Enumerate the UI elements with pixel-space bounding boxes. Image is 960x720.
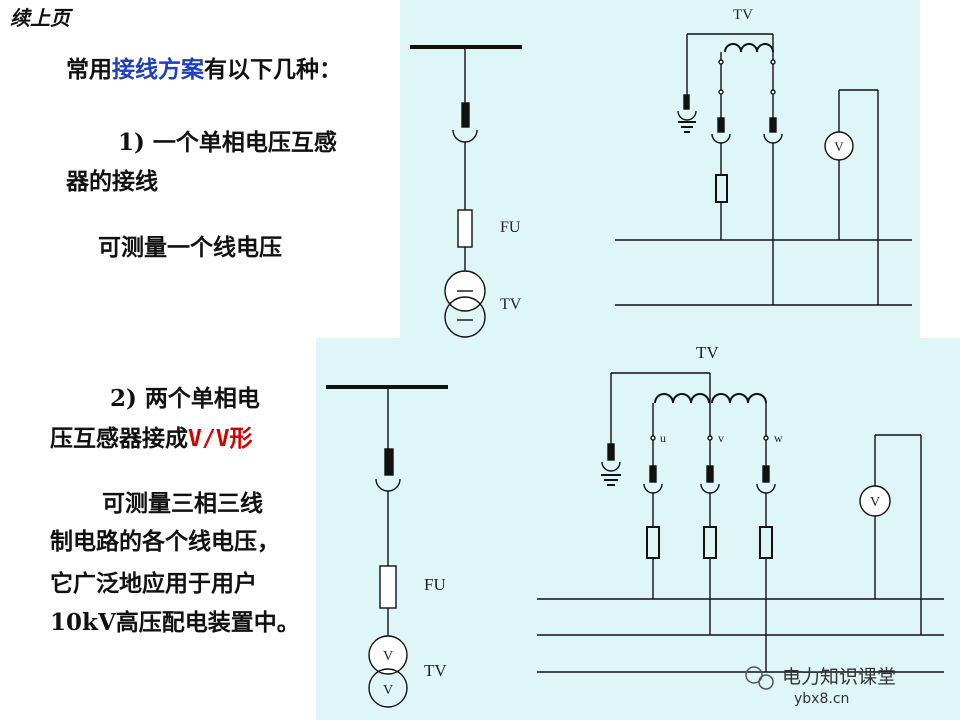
terminal	[650, 435, 656, 441]
scheme2-title-highlight: V/V形	[188, 426, 253, 452]
tv-coil-lower	[368, 668, 408, 708]
voltmeter-label: V	[834, 139, 844, 154]
isolator-cup	[643, 483, 663, 494]
isolator-contact	[769, 117, 777, 133]
tv-label: TV	[500, 296, 522, 313]
intro-highlight: 接线方案	[112, 56, 204, 83]
tv-label: TV	[424, 661, 447, 680]
isolator-contact	[762, 465, 770, 483]
voltmeter-label: V	[870, 495, 880, 510]
terminal	[763, 435, 769, 441]
fuse-label: FU	[500, 219, 521, 236]
ground-contact	[683, 94, 690, 110]
scheme1-title-line2: 器的接线	[66, 168, 158, 195]
terminal	[707, 435, 713, 441]
fuse	[703, 526, 717, 559]
terminal	[770, 89, 776, 95]
fuse	[457, 209, 473, 248]
isolator-contact	[649, 465, 657, 483]
scheme1-title-line1: 1) 一个单相电压互感	[118, 129, 337, 156]
isolator-contact	[717, 117, 725, 133]
wechat-icon	[745, 666, 763, 684]
isolator-cup	[452, 129, 478, 143]
scheme2-single-line: V V FU TV	[326, 385, 448, 708]
isolator-cup	[700, 483, 720, 494]
tv-winding	[724, 43, 774, 53]
fuse	[379, 565, 397, 609]
bottom-diagram-panel	[316, 338, 960, 720]
top-diagram-panel	[400, 0, 920, 338]
ground-contact	[607, 443, 615, 461]
intro-prefix: 常用	[66, 56, 112, 83]
ground-cup	[677, 110, 697, 121]
coil-upper-label: V	[383, 649, 393, 664]
fuse	[759, 526, 773, 559]
isolator-cup	[763, 133, 783, 144]
fuse	[646, 526, 660, 559]
terminal	[718, 89, 724, 95]
scheme1-note: 可测量一个线电压	[98, 234, 282, 261]
isolator-cup	[756, 483, 776, 494]
intro-suffix: 有以下几种：	[204, 56, 342, 83]
ground-cup	[601, 461, 621, 472]
scheme2-title-line2: 压互感器接成V/V形	[50, 419, 253, 453]
continued-label: 续上页	[10, 6, 70, 30]
watermark-url: ybx8.cn	[794, 691, 849, 707]
terminal-v-label: v	[718, 431, 724, 445]
fuse	[715, 174, 728, 203]
scheme2-note-line2: 制电路的各个线电压，	[50, 528, 280, 555]
tv-title: TV	[733, 7, 753, 23]
tv-winding-left	[654, 393, 710, 404]
scheme2-note-line4: 10kV高压配电装置中。	[50, 609, 300, 636]
isolator-cup	[375, 478, 401, 492]
terminal	[770, 59, 776, 65]
intro-text: 常用接线方案有以下几种：	[66, 50, 342, 84]
fuse-label: FU	[424, 575, 446, 594]
terminal-u-label: u	[660, 431, 666, 445]
terminal	[718, 59, 724, 65]
tv-coil-upper	[368, 635, 408, 675]
scheme2-note-line1: 可测量三相三线	[102, 490, 263, 517]
isolator-cup	[711, 133, 731, 144]
scheme2-three-line: TV u v w	[537, 343, 944, 673]
scheme1-single-line: FU TV	[410, 45, 522, 338]
scheme1-three-line: TV V	[615, 7, 912, 306]
scheme2-title-prefix: 压互感器接成	[50, 425, 188, 452]
isolator-contact	[706, 465, 714, 483]
tv-title: TV	[696, 343, 719, 362]
wechat-icon-bubble	[758, 674, 774, 690]
watermark-name: 电力知识课堂	[782, 666, 896, 688]
isolator-contact	[384, 448, 394, 476]
watermark: 电力知识课堂 ybx8.cn	[745, 666, 896, 707]
isolator-contact	[461, 102, 470, 128]
terminal-w-label: w	[774, 431, 783, 445]
tv-winding-right	[711, 393, 767, 404]
coil-lower-label: V	[383, 683, 393, 698]
tv-coil-lower	[444, 296, 486, 338]
scheme2-note-line3: 它广泛地应用于用户	[50, 570, 257, 597]
scheme2-title-line1: 2) 两个单相电	[110, 385, 260, 412]
